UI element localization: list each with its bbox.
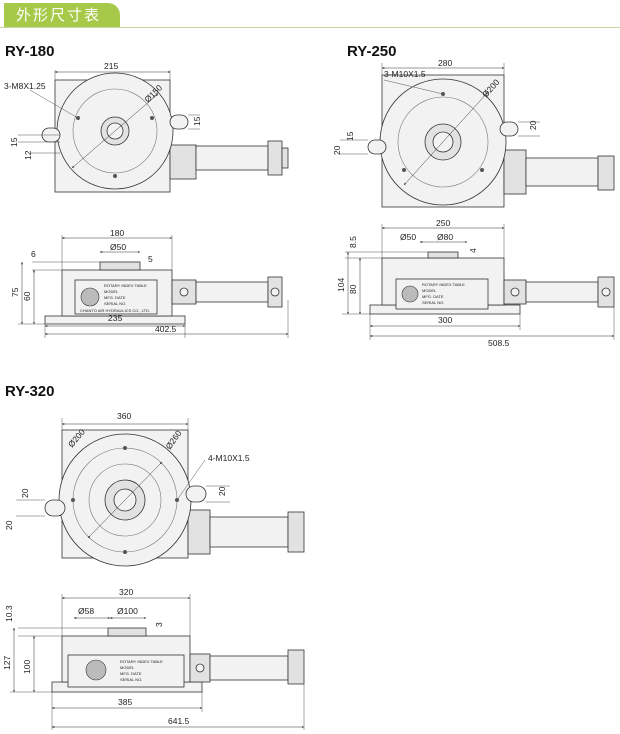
ry320-d1: 20	[20, 488, 30, 498]
svg-text:MODEL: MODEL	[120, 665, 135, 670]
ry320-side-top-width: 320	[119, 587, 133, 597]
ry250-top-width: 280	[438, 58, 452, 68]
ry250-d3: 20	[332, 145, 342, 155]
ry180-side-dpin: 5	[148, 254, 153, 264]
ry180-d1: 15	[192, 116, 202, 126]
ry180-logo	[80, 287, 100, 307]
ry250-hole-spec: 3-M10X1.5	[384, 69, 426, 79]
ry250-side-view: ROTARY INDEX TABLE MODEL MFG. DATE SERIA…	[336, 218, 615, 348]
svg-text:CHANTO AIR HYDRAULICS CO., LTD: CHANTO AIR HYDRAULICS CO., LTD.	[80, 308, 150, 313]
ry320-side-htotal: 127	[2, 656, 12, 670]
ry250-side-dpin: 4	[468, 248, 478, 253]
ry180-d3: 12	[23, 150, 33, 160]
ry180-side-totallen: 402.5	[155, 324, 177, 334]
ry320-top-width: 360	[117, 411, 131, 421]
ry180-side-hbody: 60	[22, 291, 32, 301]
ry180-top-view: 215 3-M8X1.25 Ø150 15 15 12	[4, 61, 289, 193]
ry180-cyl-cap	[267, 140, 283, 176]
svg-text:MODEL: MODEL	[422, 288, 437, 293]
ry180-hole-spec: 3-M8X1.25	[4, 81, 46, 91]
ry180-top-width: 215	[104, 61, 118, 71]
ry320-side-totallen: 641.5	[168, 716, 190, 726]
svg-text:ROTARY INDEX TABLE: ROTARY INDEX TABLE	[104, 283, 147, 288]
ry250-side-top-width: 250	[436, 218, 450, 228]
ry250-cylinder	[525, 157, 599, 187]
ry320-top-view: 360 Ø200 Ø260 4-M10X1.5 20 20 20	[4, 411, 305, 567]
model-title-ry250: RY-250	[347, 43, 397, 60]
svg-text:ROTARY INDEX TABLE: ROTARY INDEX TABLE	[422, 282, 465, 287]
svg-text:MFG. DATE: MFG. DATE	[422, 294, 444, 299]
ry180-side-htotal: 75	[10, 287, 20, 297]
ry250-side-dia: Ø80	[437, 232, 453, 242]
svg-text:SERIAL NO.: SERIAL NO.	[104, 301, 126, 306]
ry320-side-baselen: 385	[118, 697, 132, 707]
ry180-side-view: ROTARY INDEX TABLE MODEL MFG. DATE SERIA…	[10, 228, 289, 338]
ry320-side-view: ROTARY INDEX TABLE MODEL MFG. DATE SERIA…	[2, 587, 305, 730]
model-title-ry320: RY-320	[5, 383, 55, 400]
ry250-side-totallen: 508.5	[488, 338, 510, 348]
ry250-side-dia-small: Ø50	[400, 232, 416, 242]
ry180-clamp-right	[169, 114, 189, 130]
ry320-cylinder	[209, 516, 289, 548]
svg-text:MFG. DATE: MFG. DATE	[120, 671, 142, 676]
svg-text:SERIAL NO.: SERIAL NO.	[120, 677, 142, 682]
section-title: 外形尺寸表	[16, 6, 102, 24]
ry320-side-dtop: 10.3	[4, 605, 14, 622]
ry320-d3: 20	[4, 520, 14, 530]
ry250-top-view: 280 3-M10X1.5 Ø200 20 15 20	[332, 58, 615, 208]
svg-text:SERIAL NO.: SERIAL NO.	[422, 300, 444, 305]
svg-text:MODEL: MODEL	[104, 289, 119, 294]
ry250-d2: 15	[345, 131, 355, 141]
ry250-d1: 20	[528, 120, 538, 130]
ry320-d2: 20	[217, 486, 227, 496]
ry320-side-dpin: 3	[154, 622, 164, 627]
ry180-cyl-head	[169, 144, 197, 180]
ry180-side-dtop: 6	[31, 249, 36, 259]
ry320-hole-spec: 4-M10X1.5	[208, 453, 250, 463]
ry180-side-top-width: 180	[110, 228, 124, 238]
model-title-ry180: RY-180	[5, 43, 55, 60]
ry320-side-hbody: 100	[22, 660, 32, 674]
ry320-side-dia-small: Ø58	[78, 606, 94, 616]
ry180-side-dia: Ø50	[110, 242, 126, 252]
section-tab[interactable]: 外形尺寸表	[4, 3, 120, 27]
svg-text:ROTARY INDEX TABLE: ROTARY INDEX TABLE	[120, 659, 163, 664]
svg-text:MFG. DATE: MFG. DATE	[104, 295, 126, 300]
tab-underline	[0, 27, 620, 28]
ry180-side-cylinder	[195, 281, 269, 303]
ry250-side-dtop: 8.5	[348, 236, 358, 248]
ry250-side-baselen: 300	[438, 315, 452, 325]
ry180-side-baselen: 235	[108, 313, 122, 323]
ry180-d2: 15	[9, 137, 19, 147]
ry250-side-htotal: 104	[336, 278, 346, 292]
ry320-side-dia: Ø100	[117, 606, 138, 616]
ry250-side-hbody: 80	[348, 284, 358, 294]
ry180-cylinder	[195, 145, 269, 171]
